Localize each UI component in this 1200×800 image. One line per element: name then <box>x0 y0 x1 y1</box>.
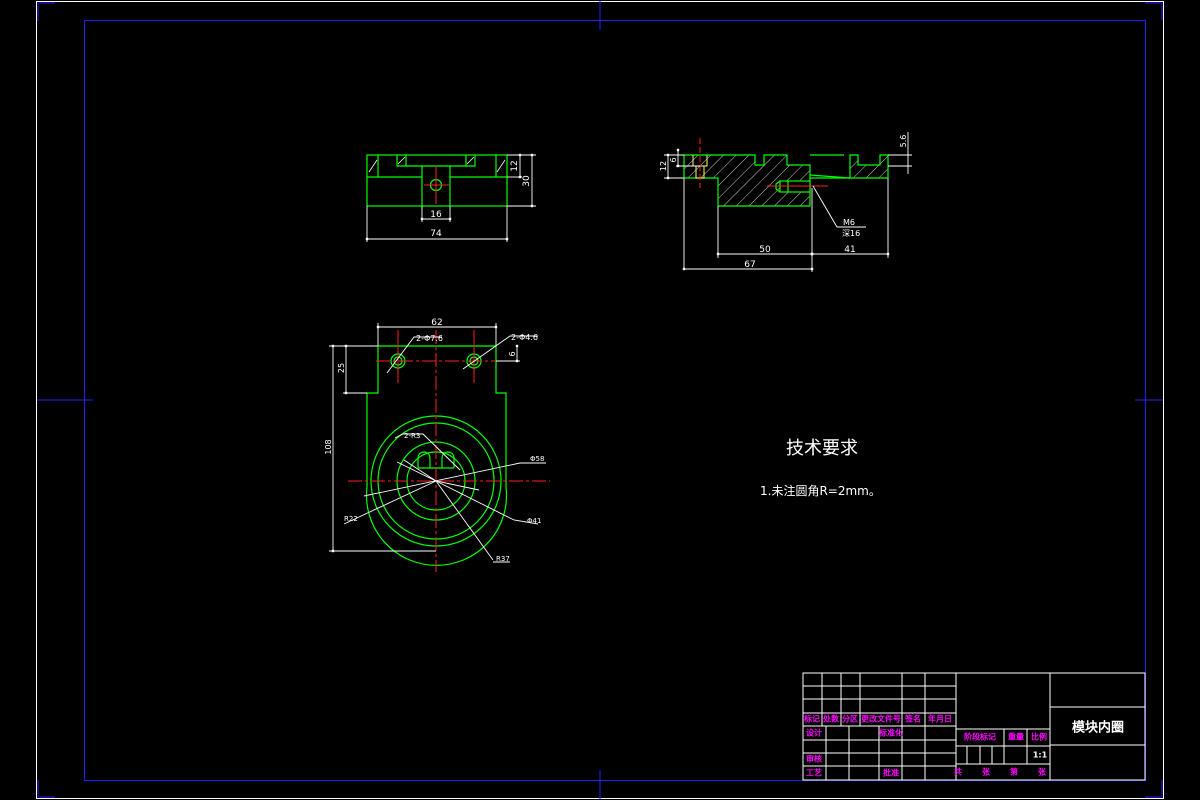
technical-requirements: 技术要求 1.未注圆角R=2mm。 <box>760 438 881 498</box>
plan-dim-6: 6 <box>508 351 517 356</box>
plan-dim-108: 108 <box>324 439 333 454</box>
dim-height-12: 12 <box>510 160 520 171</box>
sec-dim-41: 41 <box>844 245 855 255</box>
thread-callout: M6 <box>843 218 855 227</box>
tb-stage-label: 阶段标记 <box>964 732 996 742</box>
tb-header-date: 年月日 <box>928 714 952 724</box>
plan-view: 62 25 6 108 2-Φ7.6 2-Φ4.6 2-R3 Φ58 Φ41 R… <box>324 318 550 572</box>
plan-d41: Φ41 <box>527 517 541 525</box>
plan-dim-25: 25 <box>337 363 346 373</box>
drawing-title: 模块内圈 <box>1071 720 1125 736</box>
tb-header-change-doc: 更改文件号 <box>861 714 901 724</box>
centering-marks <box>37 1 1163 799</box>
tb-role-standardize: 标准化 <box>879 728 903 738</box>
plan-hole-left: 2-Φ7.6 <box>416 334 443 343</box>
tb-weight-label: 重量 <box>1008 732 1024 742</box>
tb-sheet-label: 共 张 第 张 <box>954 767 1052 777</box>
tb-header-count: 处数 <box>823 714 839 724</box>
section-view: 12 6 5.6 50 41 67 M6 深16 <box>659 132 912 272</box>
plan-slot: 2-R3 <box>404 432 420 440</box>
sec-dim-5-6: 5.6 <box>899 135 908 148</box>
tb-role-review: 审核 <box>806 754 822 764</box>
title-block <box>802 672 1146 781</box>
note-item-1: 1.未注圆角R=2mm。 <box>760 483 881 498</box>
plan-d58: Φ58 <box>530 455 544 463</box>
plan-hole-right: 2-Φ4.6 <box>511 333 538 342</box>
dim-height-30: 30 <box>522 175 532 187</box>
sheet-border <box>36 1 1164 799</box>
sec-dim-50: 50 <box>759 245 771 255</box>
sec-dim-12: 12 <box>659 161 668 171</box>
sec-dim-67: 67 <box>744 260 755 270</box>
inner-frame <box>84 20 1146 781</box>
plan-r22: R22 <box>344 515 358 523</box>
tb-role-approve: 批准 <box>883 768 899 778</box>
plan-dim-62: 62 <box>431 318 442 328</box>
tb-scale-value: 1:1 <box>1032 750 1048 760</box>
tb-role-design: 设计 <box>806 728 822 738</box>
dim-width-74: 74 <box>430 229 442 239</box>
tb-header-signature: 签名 <box>905 714 921 724</box>
tb-header-mark: 标记 <box>804 714 820 724</box>
sec-dim-6: 6 <box>669 157 678 162</box>
tb-header-zone: 分区 <box>842 714 858 724</box>
notes-title: 技术要求 <box>786 438 858 459</box>
front-view: 74 16 12 30 <box>365 153 536 242</box>
tb-role-process: 工艺 <box>806 768 822 778</box>
plan-r37: R37 <box>496 555 510 563</box>
dim-hole-span: 16 <box>430 210 442 220</box>
thread-depth: 深16 <box>842 229 860 238</box>
tb-scale-label: 比例 <box>1031 732 1047 742</box>
